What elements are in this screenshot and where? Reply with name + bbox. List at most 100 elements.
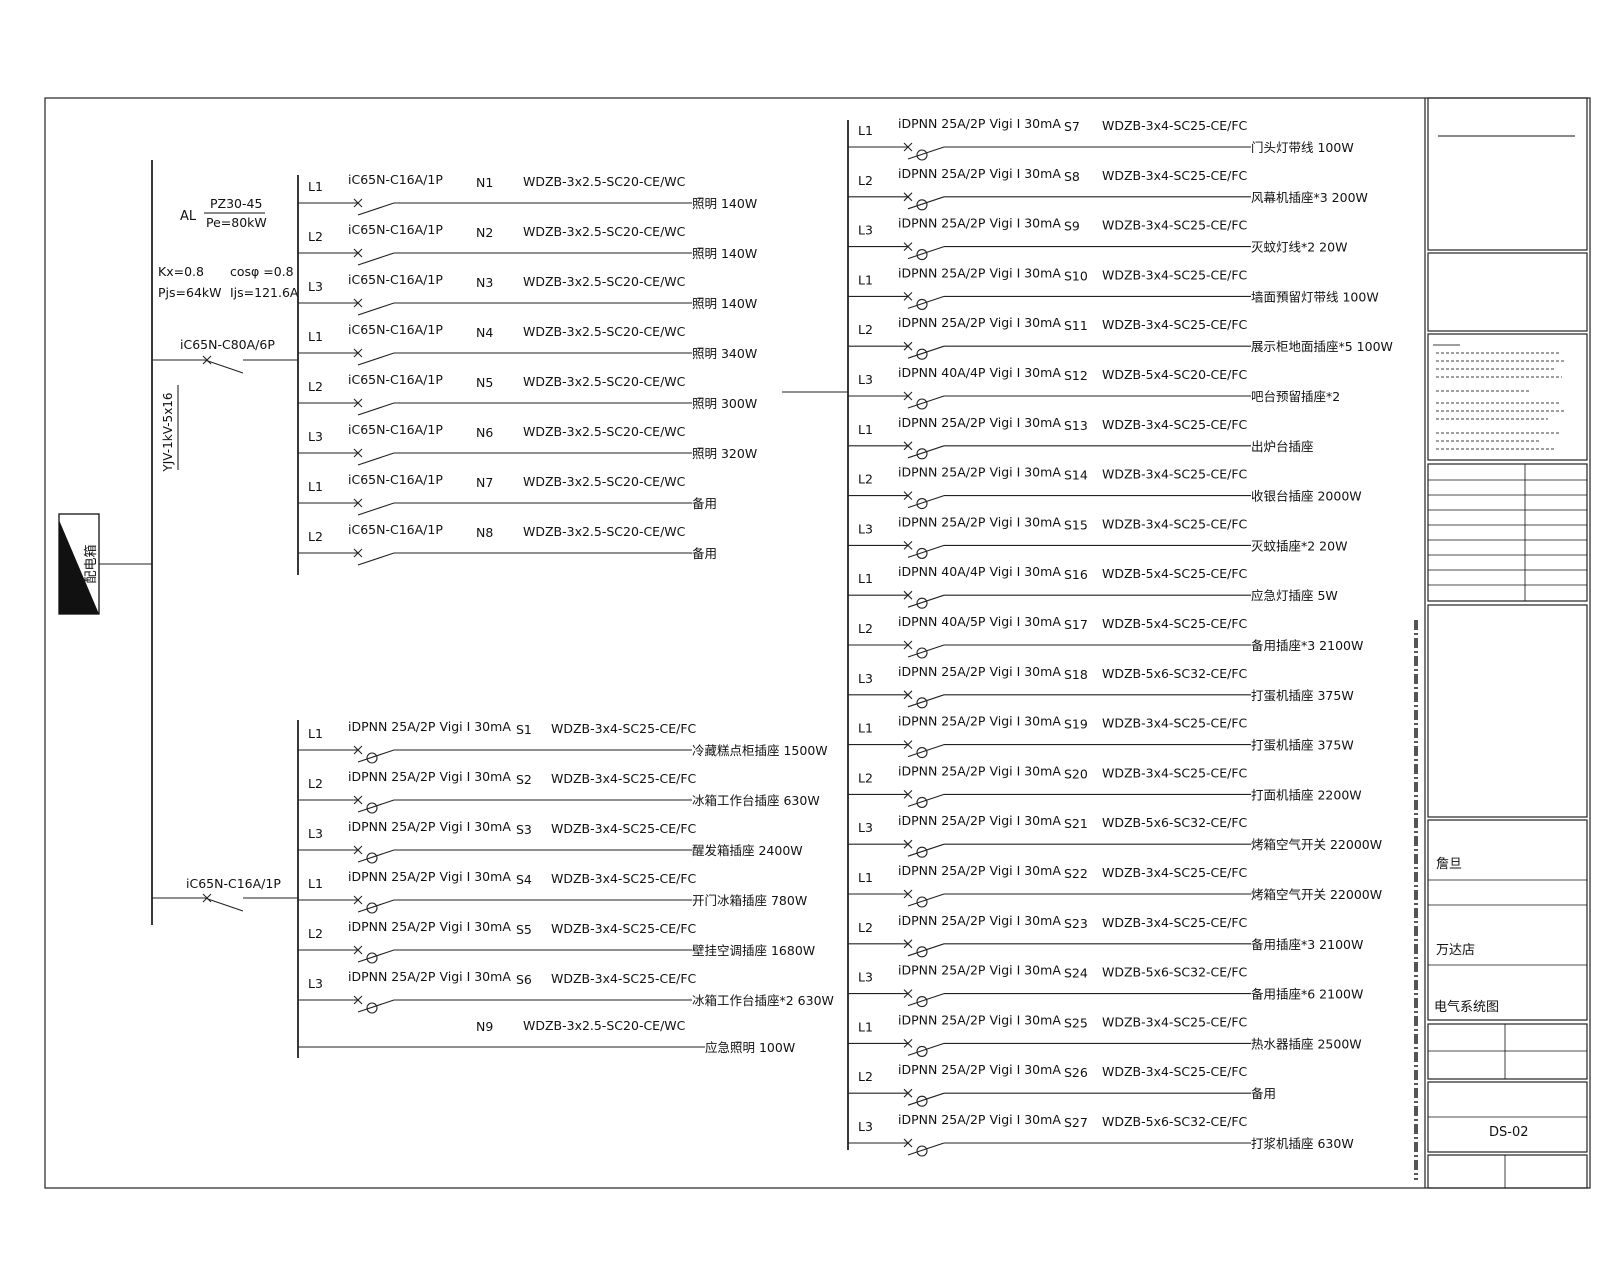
rcd-breaker-symbol	[848, 292, 945, 310]
circuit-cable: WDZB-3x4-SC25-CE/FC	[1102, 417, 1248, 432]
panel-kx: Kx=0.8	[158, 264, 204, 279]
breaker-symbol	[298, 298, 395, 316]
panel-ijs: Ijs=121.6A	[230, 285, 299, 300]
circuit-load: 冰箱工作台插座 630W	[692, 793, 820, 808]
circuit-id: S16	[1064, 567, 1088, 582]
circuit-phase: L3	[858, 970, 873, 985]
circuit-breaker: iDPNN 25A/2P Vigi I 30mA	[898, 963, 1061, 978]
circuit-phase: L1	[858, 870, 873, 885]
circuit-cable: WDZB-3x4-SC25-CE/FC	[551, 921, 697, 936]
circuit-id: N7	[476, 475, 493, 490]
drawing-name: 电气系统图	[1434, 999, 1499, 1015]
circuit-breaker: iDPNN 25A/2P Vigi I 30mA	[898, 664, 1061, 679]
store-value: 万达店	[1436, 943, 1475, 958]
circuit-load: 热水器插座 2500W	[1251, 1036, 1362, 1051]
circuit-phase: L2	[858, 621, 873, 636]
rcd-breaker-symbol	[848, 690, 945, 709]
circuit-cable: WDZB-3x4-SC25-CE/FC	[1102, 218, 1248, 233]
circuit-phase: L3	[858, 372, 873, 387]
rcd-breaker-symbol	[848, 989, 945, 1008]
circuit-load: 收银台插座 2000W	[1251, 489, 1362, 504]
circuit-cable: WDZB-3x2.5-SC20-CE/WC	[523, 174, 686, 189]
title-block: 詹旦 万达店 电气系统图 DS-02	[1427, 97, 1588, 1189]
circuit-id: N2	[476, 225, 493, 240]
circuit-breaker: iDPNN 25A/2P Vigi I 30mA	[898, 315, 1061, 330]
circuit-id: S17	[1064, 617, 1088, 632]
circuit-cable: WDZB-5x6-SC32-CE/FC	[1102, 1114, 1248, 1129]
circuit-load: 打蛋机插座 375W	[1251, 738, 1354, 753]
circuit-id: S6	[516, 972, 532, 987]
panel-name: AL	[180, 209, 197, 224]
circuit-phase: L1	[858, 721, 873, 736]
circuit-breaker: iC65N-C16A/1P	[348, 522, 443, 537]
rcd-breaker-symbol	[298, 895, 395, 914]
circuit-breaker: iDPNN 25A/2P Vigi I 30mA	[348, 819, 511, 834]
circuit-phase: L2	[858, 920, 873, 935]
distribution-cabinet: 配电箱	[58, 513, 100, 615]
panel-cos: cosφ =0.8	[230, 264, 294, 279]
panel-pjs: Pjs=64kW	[158, 285, 222, 300]
circuit-breaker: iDPNN 25A/2P Vigi I 30mA	[898, 465, 1061, 480]
notes-placeholder	[1433, 344, 1565, 450]
circuit-phase: L1	[308, 726, 323, 741]
breaker-symbol	[298, 248, 395, 266]
circuit-load: 烤箱空气开关 22000W	[1251, 887, 1382, 902]
circuit-load: 备用	[692, 496, 717, 511]
circuit-cable: WDZB-3x4-SC25-CE/FC	[1102, 118, 1248, 133]
circuit-load: 照明 140W	[692, 246, 757, 261]
rcd-breaker-symbol	[848, 1138, 945, 1157]
circuit-id: N6	[476, 425, 493, 440]
circuit-cable: WDZB-5x6-SC32-CE/FC	[1102, 965, 1248, 980]
circuit-cable: WDZB-5x6-SC32-CE/FC	[1102, 666, 1248, 681]
circuit-cable: WDZB-3x4-SC25-CE/FC	[1102, 1064, 1248, 1079]
breaker-symbol	[298, 498, 395, 516]
circuit-breaker: iDPNN 25A/2P Vigi I 30mA	[348, 869, 511, 884]
rcd-breaker-symbol	[298, 745, 395, 764]
cabinet-label: 配电箱	[83, 544, 99, 583]
main-breaker-label: iC65N-C80A/6P	[180, 337, 275, 352]
circuit-cable: WDZB-3x4-SC25-CE/FC	[1102, 716, 1248, 731]
circuit-phase: L1	[308, 329, 323, 344]
circuit-phase: L3	[858, 223, 873, 238]
circuit-cable: WDZB-3x4-SC25-CE/FC	[551, 771, 697, 786]
circuit-phase: L1	[308, 479, 323, 494]
circuit-breaker: iDPNN 40A/4P Vigi I 30mA	[898, 365, 1061, 380]
circuit-phase: L2	[858, 322, 873, 337]
circuit-id: N9	[476, 1019, 493, 1034]
circuit-id: S19	[1064, 717, 1088, 732]
circuit-cable: WDZB-3x4-SC25-CE/FC	[1102, 168, 1248, 183]
circuit-breaker: iDPNN 25A/2P Vigi I 30mA	[348, 769, 511, 784]
circuit-breaker: iDPNN 40A/5P Vigi I 30mA	[898, 614, 1061, 629]
circuit-cable: WDZB-3x4-SC25-CE/FC	[1102, 1014, 1248, 1029]
circuit-id: S8	[1064, 169, 1080, 184]
circuit-phase: L1	[858, 571, 873, 586]
circuit-id: S12	[1064, 368, 1088, 383]
circuit-cable: WDZB-3x4-SC25-CE/FC	[1102, 467, 1248, 482]
circuit-id: S21	[1064, 816, 1088, 831]
rcd-breaker-symbol	[298, 995, 395, 1014]
breaker-symbol	[298, 198, 395, 216]
circuit-breaker: iDPNN 25A/2P Vigi I 30mA	[348, 719, 511, 734]
circuit-breaker: iC65N-C16A/1P	[348, 472, 443, 487]
circuit-cable: WDZB-5x6-SC32-CE/FC	[1102, 815, 1248, 830]
circuit-load: 冰箱工作台插座*2 630W	[692, 993, 834, 1008]
